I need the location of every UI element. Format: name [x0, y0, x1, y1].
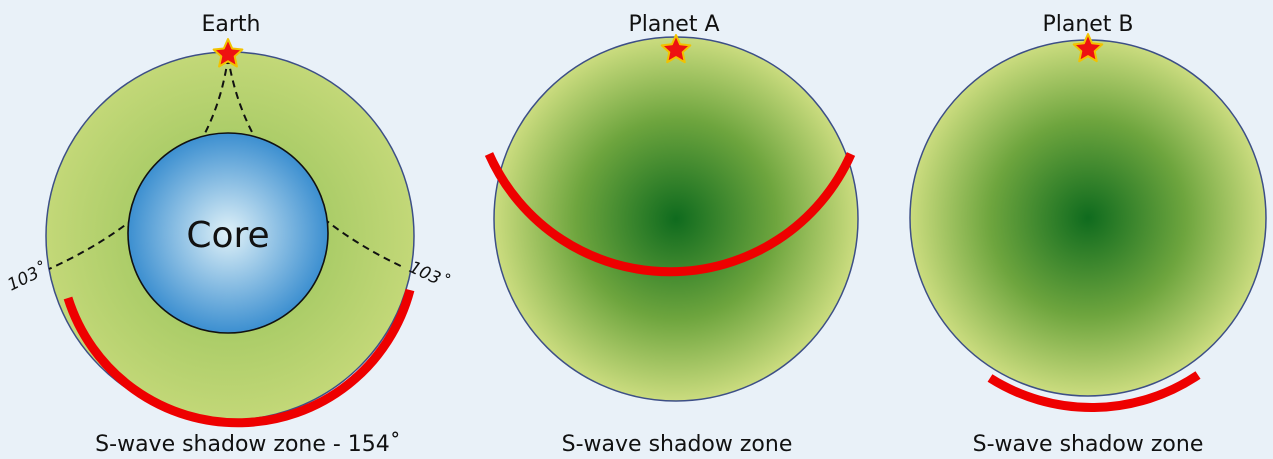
- panel-caption: S-wave shadow zone: [973, 432, 1204, 457]
- angle-label-right: 103˚: [406, 256, 452, 293]
- planet-b-body: [909, 39, 1267, 397]
- earth-core: [127, 132, 329, 334]
- panel-title: Earth: [202, 12, 261, 37]
- shadow-zone-arc: [484, 152, 856, 277]
- shadow-zone-arc: [63, 288, 415, 428]
- shadow-zone-arc: [987, 371, 1201, 412]
- core-label: Core: [186, 215, 269, 256]
- panel-title: Planet B: [1042, 12, 1133, 37]
- star-icon: [1072, 33, 1104, 63]
- star-icon: [212, 38, 244, 68]
- panel-caption: S-wave shadow zone - 154˚: [95, 432, 401, 457]
- angle-label-left: 103˚: [4, 258, 50, 295]
- planet-b-panel: Planet B S-wave shadow zone: [909, 12, 1267, 457]
- panel-title: Planet A: [628, 12, 719, 37]
- star-icon: [660, 34, 692, 64]
- panel-caption: S-wave shadow zone: [562, 432, 793, 457]
- earth-panel: Core 103˚ 103˚ Earth S-wave shadow zone …: [4, 12, 452, 457]
- planet-a-panel: Planet A S-wave shadow zone: [484, 12, 859, 457]
